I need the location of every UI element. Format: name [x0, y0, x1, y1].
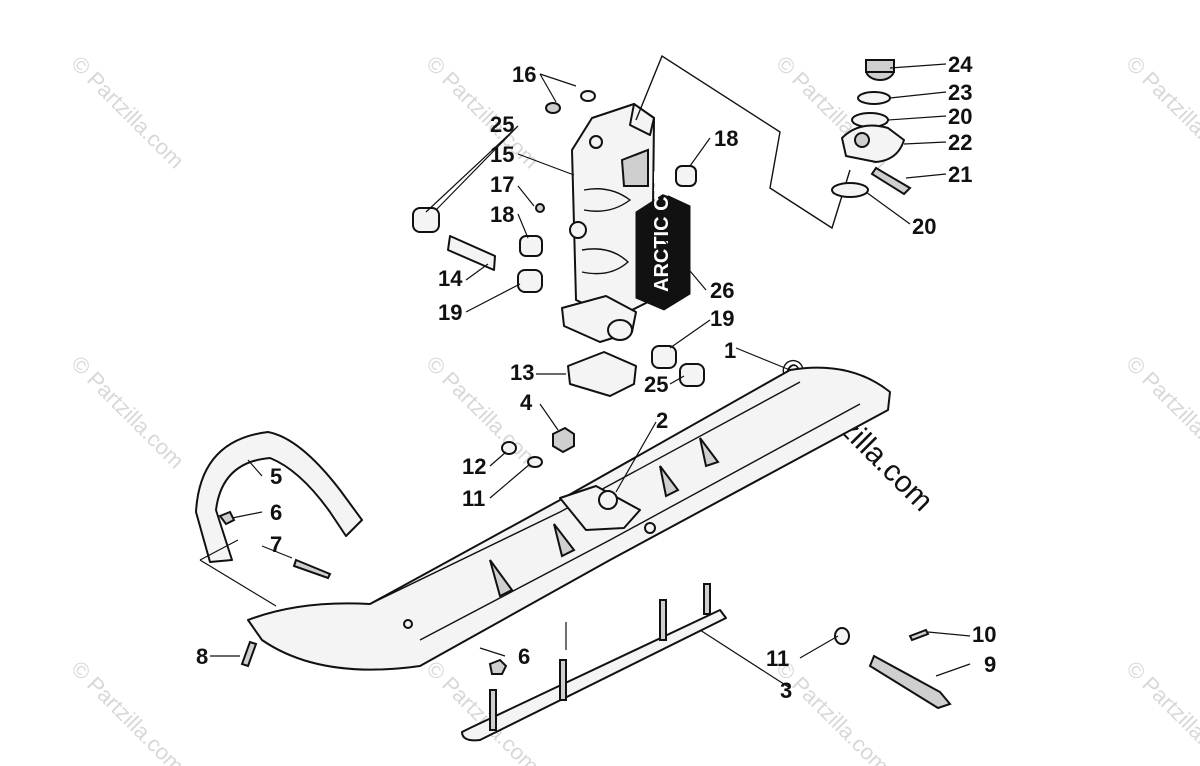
- callout-19: 19: [438, 300, 462, 325]
- callout-13: 13: [510, 360, 534, 385]
- watermark: © Partzilla.com: [66, 51, 189, 174]
- decal: ARCTIC CAT: [635, 171, 691, 311]
- decal-text: ARCTIC CAT: [651, 171, 673, 292]
- callout-11: 11: [766, 646, 789, 671]
- ski-body: [247, 366, 891, 671]
- leader-lines: [199, 63, 971, 689]
- callout-18: 18: [714, 126, 738, 151]
- watermark: © Partzilla.com: [1121, 351, 1200, 474]
- callout-8: 8: [196, 644, 208, 669]
- callout-22: 22: [948, 130, 972, 155]
- watermark: © Partzilla.com: [66, 656, 189, 766]
- callout-26: 26: [710, 278, 734, 303]
- callout-1: 1: [724, 338, 736, 363]
- callout-19: 19: [710, 306, 734, 331]
- callout-20: 20: [948, 104, 972, 129]
- callout-25: 25: [644, 372, 668, 397]
- callout-12: 12: [462, 454, 486, 479]
- callout-9: 9: [984, 652, 996, 677]
- watermark: © Partzilla.com: [1121, 656, 1200, 766]
- bushings: [412, 90, 705, 387]
- watermark: © Partzilla.com: [771, 656, 894, 766]
- spindle-clamp: [831, 59, 912, 198]
- callout-16: 16: [512, 62, 536, 87]
- callout-14: 14: [438, 266, 463, 291]
- callout-20: 20: [912, 214, 936, 239]
- callout-6: 6: [518, 644, 530, 669]
- callout-21: 21: [948, 162, 972, 187]
- callout-17: 17: [490, 172, 514, 197]
- callout-10: 10: [972, 622, 996, 647]
- callout-2: 2: [656, 408, 668, 433]
- callout-5: 5: [270, 464, 282, 489]
- callout-18: 18: [490, 202, 514, 227]
- callout-25: 25: [490, 112, 514, 137]
- callout-4: 4: [520, 390, 533, 415]
- callout-3: 3: [780, 678, 792, 703]
- ski-loop: [195, 431, 363, 563]
- spindle-yoke: [561, 103, 655, 343]
- watermark: © Partzilla.com: [66, 351, 189, 474]
- callout-11: 11: [462, 486, 485, 511]
- wear-bar: [461, 583, 727, 742]
- callout-23: 23: [948, 80, 972, 105]
- ski-saddle: [567, 351, 637, 397]
- callout-6: 6: [270, 500, 282, 525]
- callout-labels: 1 2 3 4 5 6 6 7 8 9 10 11 11 12 13 14 15…: [196, 52, 996, 703]
- callout-24: 24: [948, 52, 973, 77]
- callout-7: 7: [270, 532, 282, 557]
- lock-nut: [552, 426, 575, 454]
- callout-15: 15: [490, 142, 514, 167]
- watermark: © Partzilla.com: [1121, 51, 1200, 174]
